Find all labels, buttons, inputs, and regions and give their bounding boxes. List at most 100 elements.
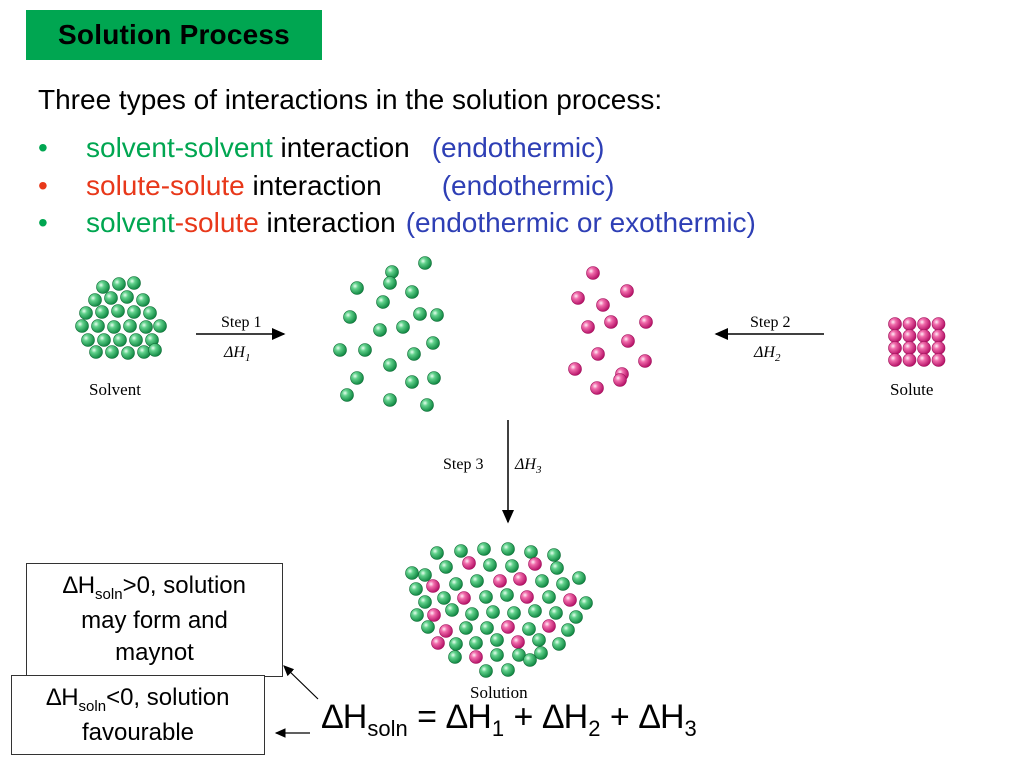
- solvent-particle: [507, 606, 521, 620]
- solute-particle: [902, 353, 917, 367]
- solvent-particle: [572, 571, 586, 585]
- solvent-particle: [350, 371, 364, 385]
- solvent-particle: [449, 577, 463, 591]
- slide-title: Solution Process: [58, 19, 290, 50]
- solvent-particle: [579, 596, 593, 610]
- solute-particle: [604, 315, 618, 329]
- bullet-solvent-solute: •solvent-solute interaction(endothermic …: [38, 207, 756, 239]
- solvent-particle: [75, 319, 89, 333]
- solvent-particle: [524, 545, 538, 559]
- step1-label: Step 1: [221, 314, 261, 331]
- solvent-particle: [569, 610, 583, 624]
- solvent-label: Solvent: [89, 380, 141, 399]
- bullet-note: (endothermic): [441, 170, 615, 201]
- bullet-dash: -: [174, 207, 185, 238]
- solute-particle: [501, 620, 515, 634]
- solute-particle: [931, 317, 946, 331]
- solute-particle: [469, 650, 483, 664]
- dh3-label: ΔH3: [514, 456, 542, 476]
- solvent-particle: [120, 290, 134, 304]
- solute-particle: [528, 557, 542, 571]
- solute-particle: [888, 329, 902, 343]
- solvent-particle: [153, 319, 167, 333]
- solute-particle: [586, 266, 600, 280]
- solvent-particle: [470, 574, 484, 588]
- solvent-particle: [405, 285, 419, 299]
- solvent-particle: [439, 560, 453, 574]
- solvent-particle: [427, 371, 441, 385]
- slide-title-box: Solution Process: [26, 10, 322, 60]
- solvent-particle: [111, 304, 125, 318]
- bullet-dot: •: [38, 170, 48, 201]
- solute-particle: [931, 353, 946, 367]
- solute-particle: [888, 317, 902, 331]
- note-positive-line3: maynot: [115, 639, 194, 667]
- bullet-term: solvent-solvent: [86, 132, 273, 163]
- solvent-particle: [480, 621, 494, 635]
- bullet-solvent-solvent: •solvent-solvent interaction(endothermic…: [38, 132, 604, 164]
- solute-particle: [457, 591, 471, 605]
- solvent-particle: [469, 636, 483, 650]
- solute-particle: [621, 334, 635, 348]
- solvent-particle: [547, 548, 561, 562]
- solvent-particle: [333, 343, 347, 357]
- solution-cluster: [405, 542, 593, 678]
- solute-particle: [917, 317, 931, 331]
- solvent-particle: [143, 306, 157, 320]
- solution-label: Solution: [470, 683, 528, 702]
- note-negative-line1: ∆Hsoln<0, solution: [46, 684, 230, 715]
- solute-particle: [426, 579, 440, 593]
- solvent-particle: [549, 606, 563, 620]
- solvent-particle: [430, 308, 444, 322]
- solvent-particle: [479, 664, 493, 678]
- solvent-particle: [522, 622, 536, 636]
- solute-particle: [620, 284, 634, 298]
- solute-particle: [888, 353, 902, 367]
- enthalpy-equation: ∆Hsoln = ∆H1 + ∆H2 + ∆H3: [322, 698, 697, 741]
- solvent-particle: [413, 307, 427, 321]
- solvent-particle: [123, 319, 137, 333]
- dh1-label: ΔH1: [223, 344, 250, 364]
- solvent-particle: [358, 343, 372, 357]
- solvent-particle: [418, 256, 432, 270]
- solvent-particle: [490, 648, 504, 662]
- solvent-particle: [426, 336, 440, 350]
- solute-particle: [931, 329, 946, 343]
- solute-particle: [571, 291, 585, 305]
- bullet-dot: •: [38, 207, 48, 238]
- solvent-particle: [418, 568, 432, 582]
- solute-particle: [917, 329, 931, 343]
- solute-particle: [590, 381, 604, 395]
- solvent-particle: [405, 566, 419, 580]
- solvent-particle: [136, 293, 150, 307]
- solvent-particle: [501, 542, 515, 556]
- solute-lattice: [888, 317, 946, 367]
- solute-particle: [462, 556, 476, 570]
- solvent-particle: [383, 358, 397, 372]
- solute-particle: [513, 572, 527, 586]
- bullet-note: (endothermic): [431, 132, 605, 163]
- solvent-particle: [396, 320, 410, 334]
- solvent-cluster: [75, 276, 167, 360]
- solvent-particle: [383, 393, 397, 407]
- bullet-solute-solute: •solute-solute interaction(endothermic): [38, 170, 614, 202]
- solvent-particle: [500, 588, 514, 602]
- pointer-arrow-upper: [283, 665, 319, 700]
- intro-text: Three types of interactions in the solut…: [38, 84, 663, 115]
- solute-particle: [439, 624, 453, 638]
- solute-particle: [902, 341, 917, 355]
- solvent-particle: [148, 343, 162, 357]
- solvent-particle: [105, 345, 119, 359]
- solute-particle: [917, 353, 931, 367]
- solvent-particle: [420, 398, 434, 412]
- solute-particle: [581, 320, 595, 334]
- solvent-particle: [550, 561, 564, 575]
- solvent-particle: [139, 320, 153, 334]
- solvent-particle: [454, 544, 468, 558]
- solute-dispersed: [568, 266, 653, 395]
- solvent-particle: [535, 574, 549, 588]
- solute-particle: [542, 619, 556, 633]
- solvent-particle: [97, 333, 111, 347]
- solvent-particle: [104, 291, 118, 305]
